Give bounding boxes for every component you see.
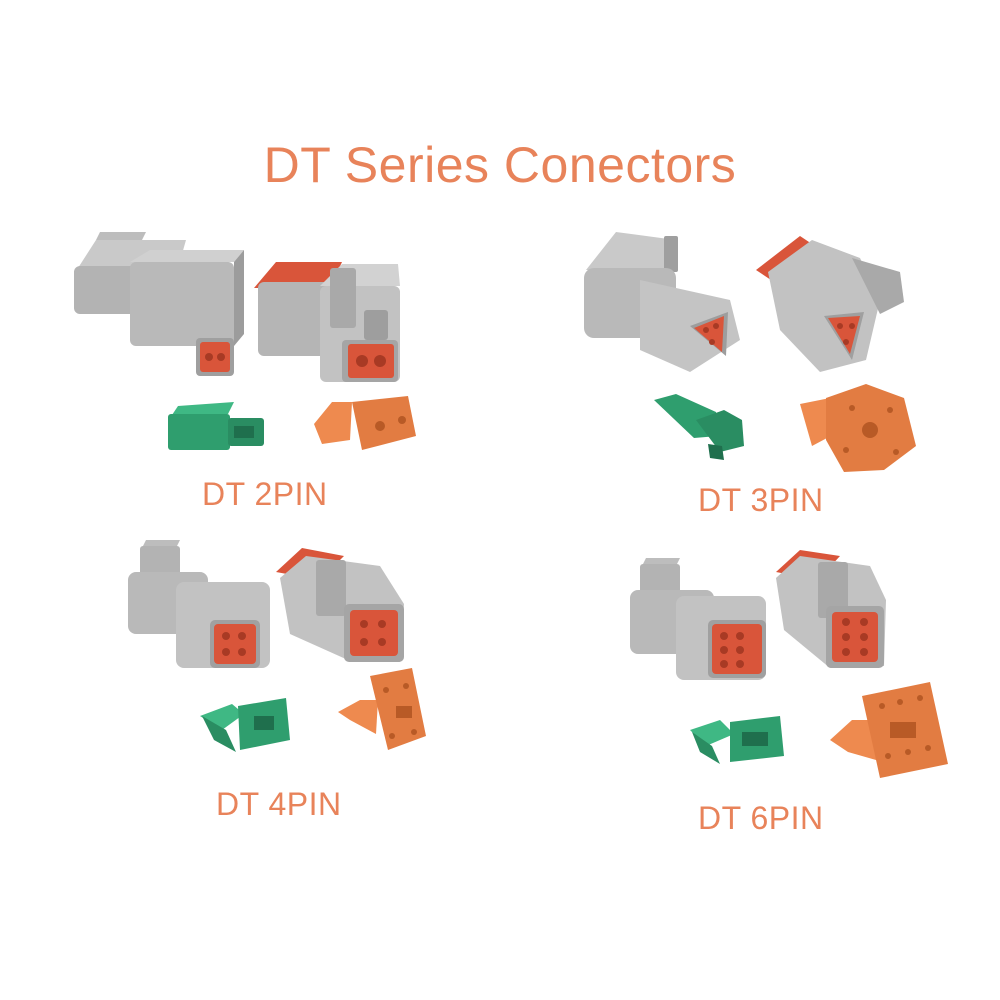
dt-6pin-orange-wedgelock (830, 682, 948, 778)
dt-6pin-group (630, 550, 948, 778)
dt-4pin-orange-wedgelock (338, 668, 426, 750)
dt-4pin-receptacle (128, 540, 270, 668)
dt-3pin-group (584, 232, 916, 472)
dt-3pin-orange-wedgelock (800, 384, 916, 472)
dt-3pin-green-wedgelock (654, 394, 744, 460)
dt-4pin-plug (276, 548, 404, 662)
dt-6pin-receptacle (630, 558, 766, 680)
dt-6pin-label: DT 6PIN (698, 800, 824, 836)
dt-2pin-green-wedgelock (168, 402, 264, 450)
dt-4pin-green-wedgelock (200, 698, 290, 752)
dt-2pin-group (74, 232, 416, 450)
dt-3pin-receptacle (584, 232, 740, 372)
dt-6pin-plug (776, 550, 886, 668)
dt-2pin-plug (254, 262, 400, 382)
dt-4pin-group (128, 540, 426, 752)
dt-3pin-label: DT 3PIN (698, 482, 824, 518)
dt-6pin-green-wedgelock (690, 716, 784, 764)
dt-2pin-receptacle (74, 232, 244, 376)
dt-2pin-orange-wedgelock (314, 396, 416, 450)
dt-4pin-label: DT 4PIN (216, 786, 342, 822)
page-title: DT Series Conectors (263, 137, 737, 193)
dt-2pin-label: DT 2PIN (202, 476, 328, 512)
dt-3pin-plug (756, 236, 904, 372)
